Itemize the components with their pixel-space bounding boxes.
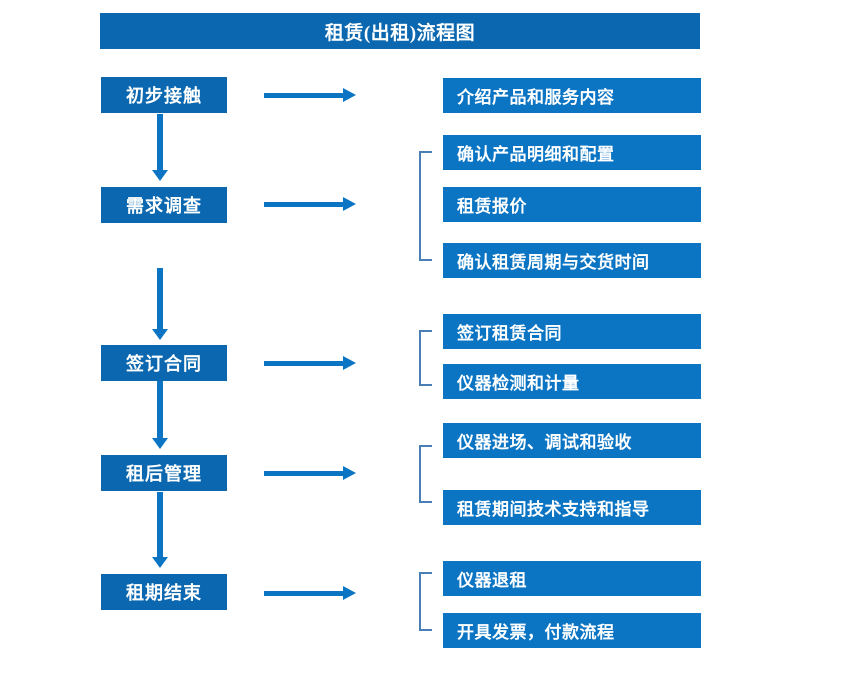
horizontal-arrow-group2	[264, 197, 356, 211]
vertical-arrow-contact-to-survey	[152, 114, 168, 181]
arrow-head-right-icon	[343, 88, 356, 102]
detail-box-sign-rental-contract[interactable]: 签订租赁合同	[443, 314, 701, 349]
arrow-head-right-icon	[343, 466, 356, 480]
arrow-head-right-icon	[343, 586, 356, 600]
horizontal-arrow-group1	[264, 88, 356, 102]
horizontal-arrow-group4	[264, 466, 356, 480]
group-bracket-5	[419, 572, 432, 631]
stage-box-needs-survey[interactable]: 需求调查	[101, 187, 227, 223]
group-bracket-2	[419, 151, 432, 261]
diagram-title: 租赁(出租)流程图	[100, 13, 700, 49]
stage-box-lease-end[interactable]: 租期结束	[101, 574, 227, 610]
detail-box-confirm-product-spec[interactable]: 确认产品明细和配置	[443, 135, 701, 170]
arrow-shaft	[157, 492, 163, 557]
vertical-arrow-survey-to-contract	[152, 268, 168, 340]
detail-box-tech-support-guidance[interactable]: 租赁期间技术支持和指导	[443, 490, 701, 525]
detail-box-confirm-period-delivery[interactable]: 确认租赁周期与交货时间	[443, 243, 701, 278]
arrow-shaft	[264, 361, 344, 366]
arrow-shaft	[264, 471, 344, 476]
stage-box-initial-contact[interactable]: 初步接触	[101, 77, 227, 113]
arrow-shaft	[157, 381, 163, 438]
arrow-shaft	[157, 268, 163, 329]
detail-box-onsite-commission-accept[interactable]: 仪器进场、调试和验收	[443, 423, 701, 458]
arrow-head-down-icon	[152, 557, 168, 568]
group-bracket-4	[419, 445, 432, 503]
arrow-shaft	[157, 114, 163, 170]
group-bracket-3	[419, 330, 432, 386]
arrow-head-right-icon	[343, 356, 356, 370]
detail-box-intro-products-services[interactable]: 介绍产品和服务内容	[443, 78, 701, 113]
detail-box-rental-quote[interactable]: 租赁报价	[443, 187, 701, 222]
detail-box-instrument-return[interactable]: 仪器退租	[443, 561, 701, 596]
stage-box-post-rental-mgmt[interactable]: 租后管理	[101, 455, 227, 491]
arrow-shaft	[264, 202, 344, 207]
arrow-head-down-icon	[152, 329, 168, 340]
horizontal-arrow-group3	[264, 356, 356, 370]
arrow-head-down-icon	[152, 438, 168, 449]
vertical-arrow-contract-to-postmgmt	[152, 381, 168, 449]
vertical-arrow-postmgmt-to-leaseend	[152, 492, 168, 568]
detail-box-instrument-inspection[interactable]: 仪器检测和计量	[443, 364, 701, 399]
arrow-shaft	[264, 93, 344, 98]
detail-box-invoice-payment[interactable]: 开具发票，付款流程	[443, 613, 701, 648]
stage-box-sign-contract[interactable]: 签订合同	[101, 345, 227, 381]
horizontal-arrow-group5	[264, 586, 356, 600]
arrow-head-down-icon	[152, 170, 168, 181]
arrow-head-right-icon	[343, 197, 356, 211]
arrow-shaft	[264, 591, 344, 596]
